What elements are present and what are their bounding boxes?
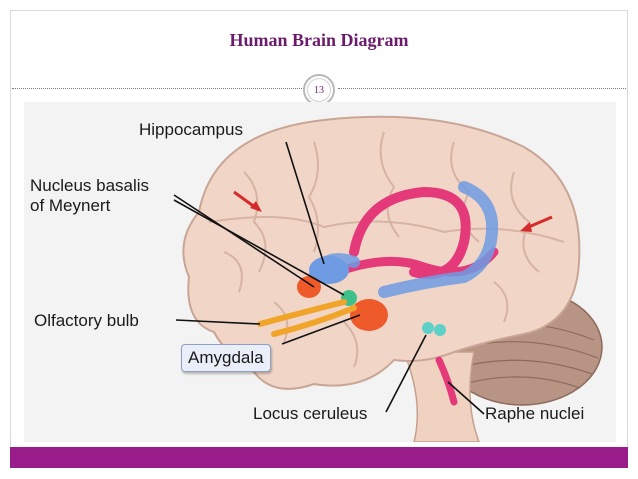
olfactory-bulb-structure [257,299,357,337]
footer-bar [10,447,628,468]
label-nucleus-basalis-line2: of Meynert [30,196,111,215]
label-olfactory-bulb: Olfactory bulb [34,311,139,330]
brain-diagram: Hippocampus Nucleus basalis of Meynert O… [24,102,616,442]
label-locus-ceruleus: Locus ceruleus [253,404,368,423]
label-raphe-nuclei: Raphe nuclei [485,404,585,423]
title-divider-left [12,88,304,89]
hippocampus-structure [309,256,349,284]
locus-ceruleus-structure [422,322,446,336]
leader-lines [173,141,485,415]
label-amygdala: Amygdala [181,344,271,372]
label-hippocampus: Hippocampus [139,120,243,139]
red-arrow-icon [233,190,553,232]
amygdala-structure [297,276,388,331]
slide-title: Human Brain Diagram [229,30,409,50]
raphe-nuclei-structure [435,356,458,406]
brain-illustration [173,115,603,442]
brainstem [402,351,480,442]
label-nucleus-basalis-line1: Nucleus basalis [30,176,150,195]
title-divider-right [338,88,626,89]
